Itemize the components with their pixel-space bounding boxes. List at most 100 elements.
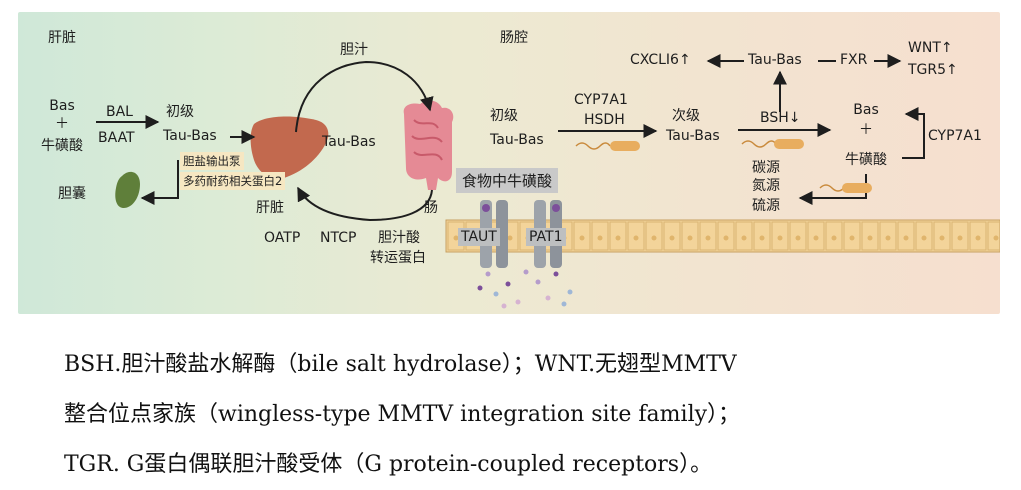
- epithelial-cell: [915, 221, 933, 251]
- cell-nucleus: [759, 235, 765, 241]
- liver-small-label: 肝脏: [256, 200, 284, 216]
- circle-arrow-top: [295, 60, 434, 133]
- molecule-dot: [567, 289, 573, 295]
- epithelial-cell: [627, 221, 645, 251]
- right-plus-label: ＋: [859, 122, 873, 138]
- cyp7a1-label: CYP7A1: [574, 92, 628, 108]
- cell-nucleus: [723, 235, 729, 241]
- primary-label: 初级: [166, 104, 194, 120]
- epithelial-cell: [717, 221, 735, 251]
- epithelial-cell: [771, 221, 789, 251]
- cell-nucleus: [921, 235, 927, 241]
- circle-tau-bas-label: Tau-Bas: [322, 134, 376, 150]
- caption-line-1: BSH.胆汁酸盐水解酶（bile salt hydrolase）；WNT.无翅型…: [64, 352, 737, 377]
- cell-nucleus: [669, 235, 675, 241]
- oatp-label: OATP: [264, 230, 301, 246]
- cell-nucleus: [957, 235, 963, 241]
- wnt-label: WNT↑: [908, 40, 953, 56]
- right-cyp7a1-label: CYP7A1: [928, 128, 982, 144]
- secondary-label: 次级: [672, 108, 700, 124]
- epithelial-cell: [987, 221, 1000, 251]
- carbon-source-label: 碳源: [752, 160, 780, 176]
- primary-tau-bas-label: Tau-Bas: [163, 128, 217, 144]
- secondary-tau-bas-label: Tau-Bas: [666, 128, 720, 144]
- mrp2-box: 多药耐药相关蛋白2: [180, 172, 286, 190]
- pathway-diagram: 肝脏 肠腔 Bas ＋ 牛磺酸 BAL BAAT 初级 Tau-Bas 胆盐输出…: [18, 12, 1000, 314]
- bacteria-2: [741, 139, 804, 149]
- molecule-dot: [535, 279, 541, 285]
- caption-line-3: TGR. G蛋白偶联胆汁酸受体（G protein-coupled recept…: [64, 452, 713, 477]
- intestine-primary-label: 初级: [490, 108, 518, 124]
- epithelial-cell: [951, 221, 969, 251]
- bile-acid-transporter-label-1: 胆汁酸: [378, 230, 420, 246]
- tau-bas-top-label: Tau-Bas: [748, 52, 802, 68]
- cell-nucleus: [777, 235, 783, 241]
- molecule-dot: [561, 301, 567, 307]
- epithelial-cell: [807, 221, 825, 251]
- epithelial-cell: [681, 221, 699, 251]
- intestine-organ: [403, 100, 454, 190]
- epithelial-cell: [897, 221, 915, 251]
- epithelial-cell: [699, 221, 717, 251]
- cell-nucleus: [975, 235, 981, 241]
- bsep-box: 胆盐输出泵: [180, 152, 244, 170]
- molecule-dot: [553, 271, 559, 277]
- cell-nucleus: [597, 235, 603, 241]
- epithelial-cell: [573, 221, 591, 251]
- epithelial-cell: [735, 221, 753, 251]
- cxcl16-label: CXCLI6↑: [630, 52, 691, 68]
- taurine-molecules: [477, 269, 573, 309]
- gallbladder-label: 胆囊: [58, 186, 86, 202]
- gallbladder-organ: [115, 171, 140, 208]
- arrow-cyp7a1-loop: [902, 107, 925, 159]
- cell-nucleus: [903, 235, 909, 241]
- molecule-dot: [505, 281, 511, 287]
- bacteria-1: [575, 141, 640, 151]
- arrow-to-gallbladder: [140, 160, 179, 205]
- cell-nucleus: [507, 235, 513, 241]
- cell-nucleus: [633, 235, 639, 241]
- baat-label: BAAT: [98, 130, 135, 146]
- cell-nucleus: [579, 235, 585, 241]
- cell-nucleus: [687, 235, 693, 241]
- epithelial-cell: [645, 221, 663, 251]
- epithelial-cell: [609, 221, 627, 251]
- tgr5-label: TGR5↑: [908, 62, 958, 78]
- liver-organ: [250, 116, 329, 179]
- epithelial-cell: [969, 221, 987, 251]
- molecule-dot: [523, 269, 529, 275]
- bsh-label: BSH↓: [760, 110, 801, 126]
- epithelial-cell: [789, 221, 807, 251]
- cell-nucleus: [705, 235, 711, 241]
- gut-small-label: 肠: [424, 200, 438, 216]
- molecule-dot: [515, 299, 521, 305]
- hsdh-label: HSDH: [584, 112, 625, 128]
- bile-acid-transporter-label-2: 转运蛋白: [370, 250, 426, 266]
- cell-nucleus: [939, 235, 945, 241]
- epithelial-cell: [663, 221, 681, 251]
- cell-nucleus: [831, 235, 837, 241]
- cell-nucleus: [993, 235, 999, 241]
- circle-arrow-bottom: [297, 186, 433, 222]
- ntcp-label: NTCP: [320, 230, 357, 246]
- arrow-to-sources: [798, 174, 867, 205]
- epithelial-cell: [591, 221, 609, 251]
- cell-nucleus: [885, 235, 891, 241]
- sulfur-source-label: 硫源: [752, 198, 780, 214]
- region-intestine: 肠腔: [500, 30, 528, 46]
- epithelial-cell: [933, 221, 951, 251]
- right-bas-label: Bas: [853, 102, 879, 118]
- cell-nucleus: [813, 235, 819, 241]
- bal-label: BAL: [106, 104, 133, 120]
- nitrogen-source-label: 氮源: [752, 178, 780, 194]
- cell-nucleus: [453, 235, 459, 241]
- cell-nucleus: [849, 235, 855, 241]
- figure-caption: BSH.胆汁酸盐水解酶（bile salt hydrolase）；WNT.无翅型…: [64, 340, 984, 490]
- taurine-label: 牛磺酸: [41, 138, 83, 154]
- epithelial-cell: [861, 221, 879, 251]
- cell-nucleus: [615, 235, 621, 241]
- plus-label: ＋: [55, 116, 69, 132]
- pat1-label: PAT1: [526, 228, 566, 246]
- molecule-dot: [485, 271, 491, 277]
- cell-nucleus: [795, 235, 801, 241]
